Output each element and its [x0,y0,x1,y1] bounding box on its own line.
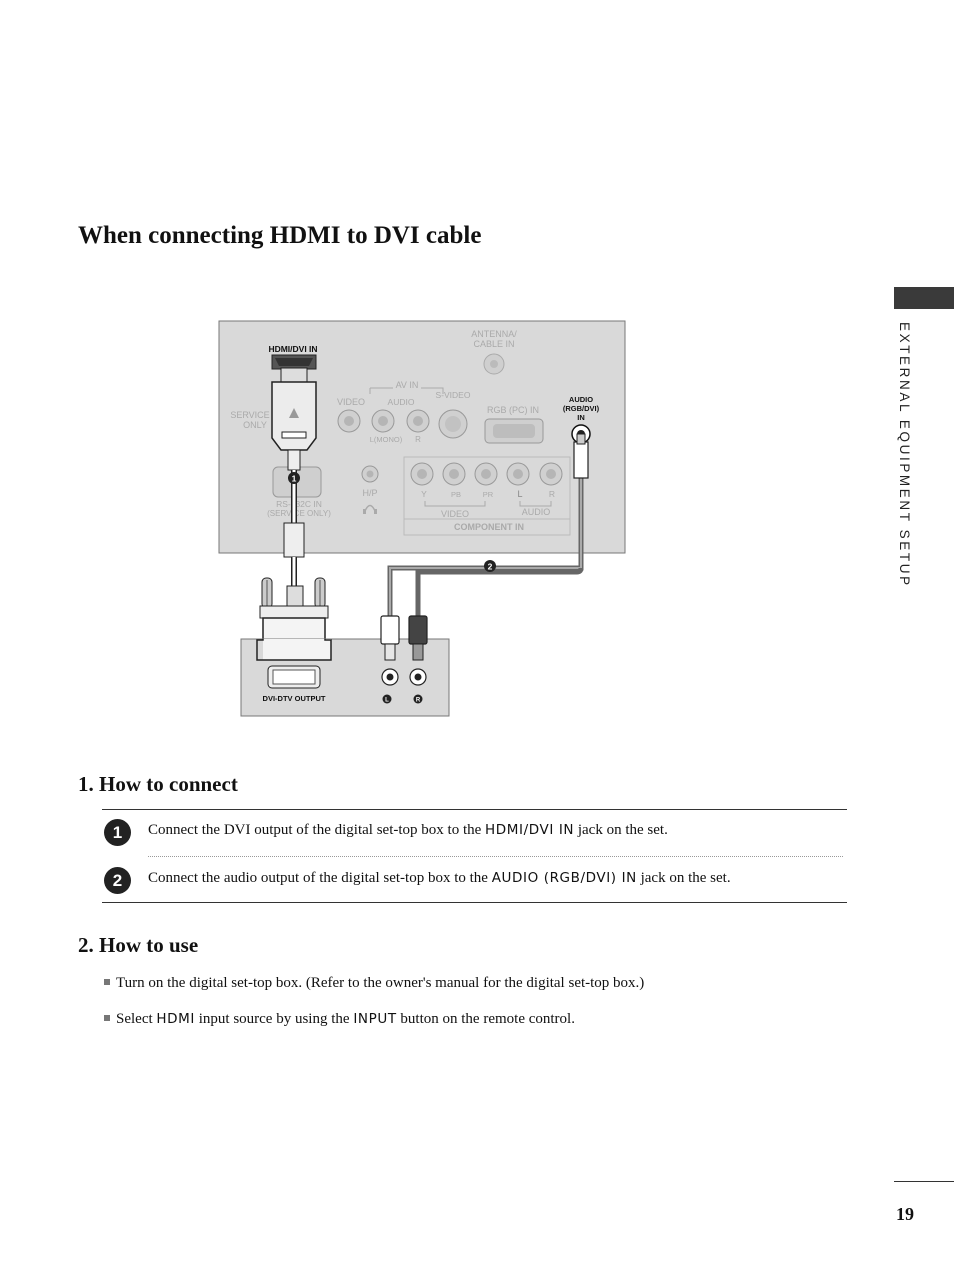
keyword-hdmi: HDMI [156,1011,195,1027]
label-av-audio: AUDIO [388,397,415,407]
label-service-2: ONLY [243,420,267,430]
label-audio-rgb-1: AUDIO [569,395,593,404]
page-title: When connecting HDMI to DVI cable [78,222,482,249]
page-number-rule [894,1181,954,1182]
bullet-square-icon [104,979,110,985]
audio-plug-l [380,615,400,645]
step-number-1: 1 [104,819,131,846]
keyword-hdmi-dvi-in: HDMI/DVI IN [485,822,575,838]
use-bullet-2: Select HDMI input source by using the IN… [104,1011,575,1028]
label-comp-pr: PR [483,490,494,499]
label-rs232c-1: RS-232C IN [276,499,322,509]
hdmi-plug-top [280,367,308,383]
keyword-audio-rgb-dvi-in: AUDIO (RGB/DVI) IN [491,870,637,886]
stb-l-badge [382,694,392,704]
label-audio-rgb-2: (RGB/DVI) [563,404,600,413]
marker-1 [288,472,300,484]
label-rs232c-2: (SERVICE ONLY) [267,509,331,518]
dvi-plug-body [286,585,304,607]
marker-2 [484,560,496,572]
svg-text:L: L [385,698,389,704]
label-comp-audio: AUDIO [522,507,551,517]
label-av-video: VIDEO [337,397,365,407]
label-comp-pb: PB [451,490,461,499]
step-number-2: 2 [104,867,131,894]
label-av-in: AV IN [396,380,419,390]
step-1-text: Connect the DVI output of the digital se… [148,822,668,838]
table-rule-top [102,809,847,810]
label-comp-video: VIDEO [441,509,469,519]
label-comp-l: L [517,489,522,499]
use-bullet-1: Turn on the digital set-top box. (Refer … [104,975,644,992]
label-component-in: COMPONENT IN [454,522,524,532]
label-l-mono: L(MONO) [370,435,403,444]
page-number: 19 [896,1204,914,1224]
label-rgb-pc-in: RGB (PC) IN [487,405,539,415]
section-title-how-to-connect: 1. How to connect [78,772,238,796]
svg-text:1: 1 [292,474,297,484]
label-dvi-dtv-output: DVI-DTV OUTPUT [263,694,326,703]
label-service-1: SERVICE [230,410,269,420]
label-av-r: R [415,435,421,444]
audio-plug-tv [573,441,589,479]
label-antenna-2: CABLE IN [473,339,514,349]
component-in-box [403,456,571,536]
section-side-label: EXTERNAL EQUIPMENT SETUP [897,322,912,588]
stb-r-badge [413,694,423,704]
table-rule-bottom [102,902,847,903]
svg-text:R: R [416,698,421,704]
connection-diagram: ANTENNA/ CABLE IN HDMI/DVI IN SERVICE ON… [218,320,626,717]
table-rule-dotted [148,856,843,857]
section-title-how-to-use: 2. How to use [78,933,199,957]
label-s-video: S-VIDEO [436,390,471,400]
keyword-input: INPUT [353,1011,397,1027]
label-hp: H/P [362,488,377,498]
section-tab-marker [894,287,954,309]
label-audio-rgb-3: IN [577,413,585,422]
audio-plug-r [408,615,428,645]
step-2-text: Connect the audio output of the digital … [148,870,731,886]
label-hdmi-dvi-in: HDMI/DVI IN [268,344,317,354]
label-comp-y: Y [421,489,427,499]
label-comp-r: R [549,489,555,499]
bullet-square-icon [104,1015,110,1021]
label-antenna-1: ANTENNA/ [471,329,517,339]
svg-text:2: 2 [488,562,493,572]
